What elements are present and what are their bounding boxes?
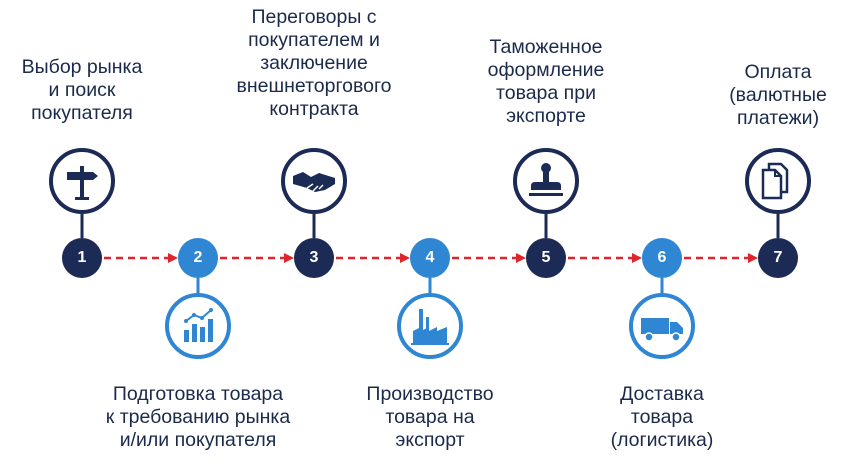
- stamp-icon: [529, 163, 563, 196]
- step-2-icon-ring: [165, 293, 231, 359]
- step-7-number: 7: [758, 238, 798, 278]
- handshake-icon: [293, 172, 335, 192]
- step-7-label: Оплата (валютные платежи): [729, 61, 827, 129]
- step-2-number: 2: [178, 238, 218, 278]
- step-6-icon-ring: [629, 293, 695, 359]
- step-4-number: 4: [410, 238, 450, 278]
- step-4-label: Производство товара на экспорт: [366, 383, 494, 451]
- step-1-icon-ring: [49, 148, 115, 214]
- step-3-icon-ring: [281, 148, 347, 214]
- factory-icon: [411, 309, 449, 345]
- step-6-label: Доставка товара (логистика): [610, 383, 714, 451]
- step-5-icon-ring: [513, 148, 579, 214]
- step-6-number: 6: [642, 238, 682, 278]
- step-7-icon-ring: [745, 148, 811, 214]
- step-5-number: 5: [526, 238, 566, 278]
- step-3-label: Переговоры с покупателем и заключение вн…: [236, 6, 392, 120]
- signpost-icon: [67, 166, 98, 200]
- step-3-number: 3: [294, 238, 334, 278]
- step-5-label: Таможенное оформление товара при экспорт…: [487, 36, 605, 127]
- step-1-label: Выбор рынка и поиск покупателя: [21, 56, 143, 124]
- step-1-number: 1: [62, 238, 102, 278]
- step-4-icon-ring: [397, 293, 463, 359]
- documents-icon: [761, 162, 789, 200]
- bar-chart-icon: [184, 308, 213, 342]
- truck-icon: [641, 318, 683, 342]
- step-2-label: Подготовка товара к требованию рынка и/и…: [105, 383, 291, 451]
